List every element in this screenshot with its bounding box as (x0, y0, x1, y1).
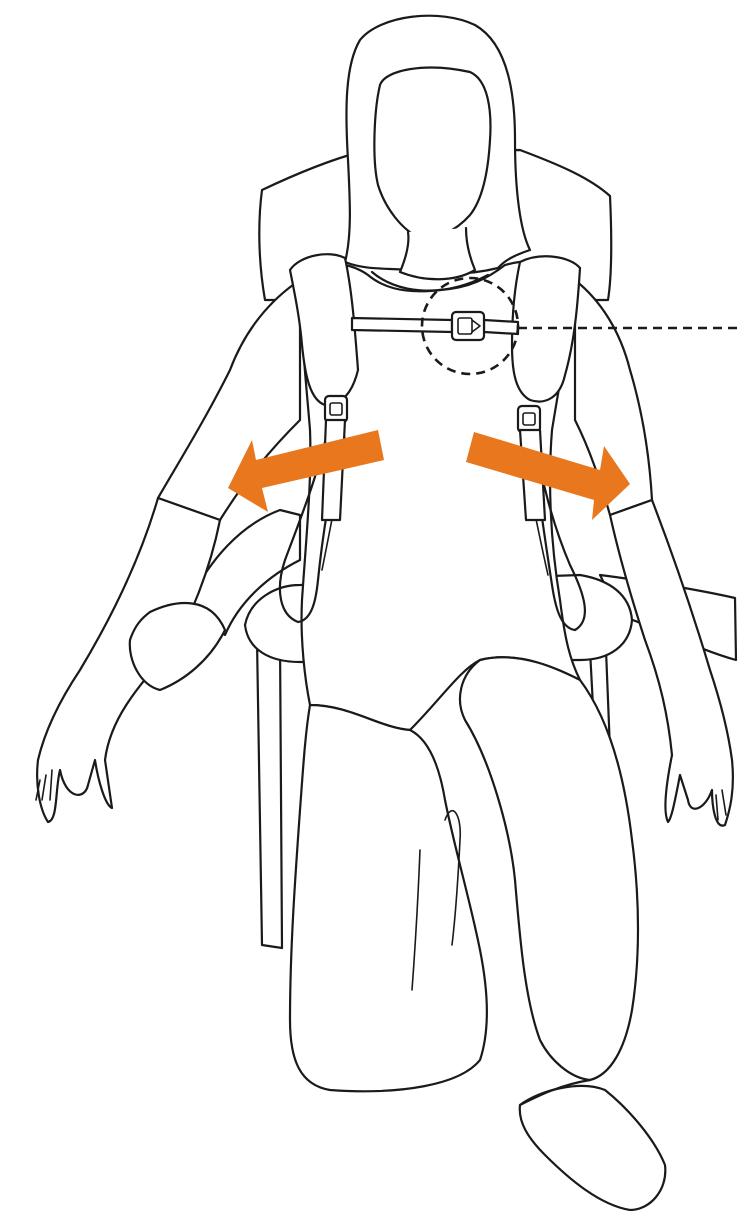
foot-right (520, 1086, 666, 1210)
chair-leg-left (257, 640, 282, 948)
harness-buckle-left (325, 396, 347, 422)
leg-left (290, 705, 487, 1091)
neck (400, 228, 475, 279)
forearm-left (130, 603, 225, 690)
buckle-icon (452, 312, 484, 340)
arm-right (610, 500, 733, 826)
harness-buckle-right (518, 406, 540, 432)
chest-strap-right (484, 320, 518, 334)
face (374, 68, 490, 239)
chest-strap (352, 318, 452, 332)
